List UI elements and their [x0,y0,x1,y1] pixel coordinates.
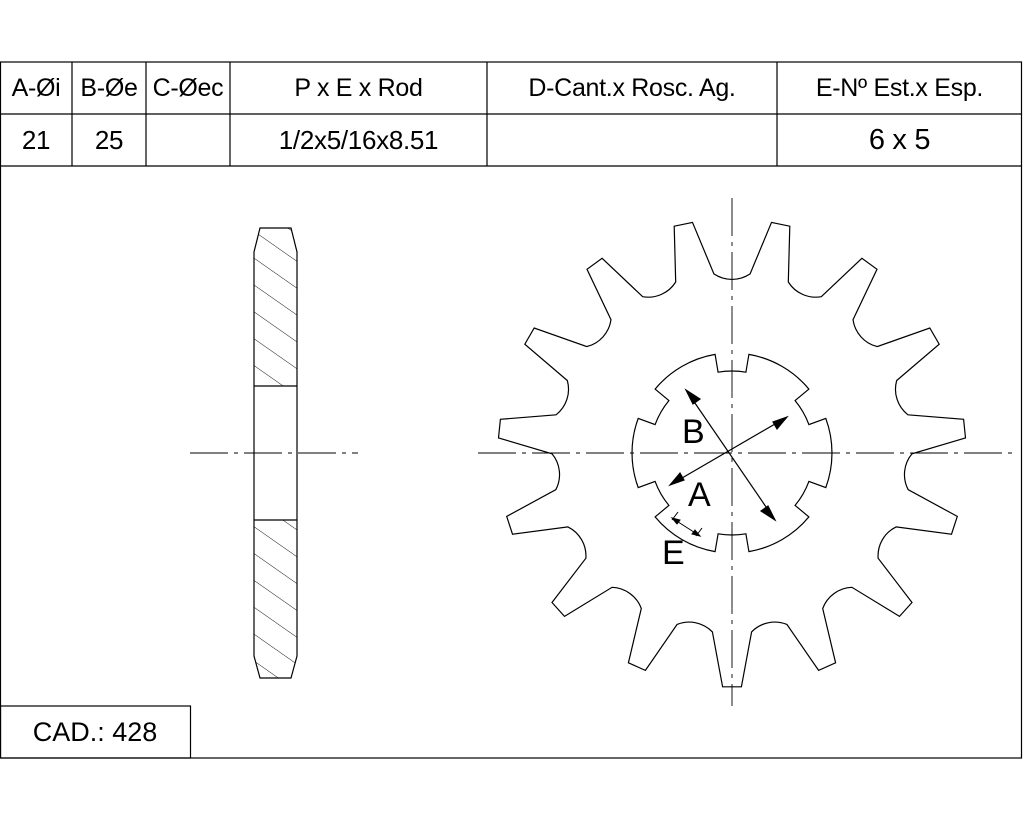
title-table-grid [0,61,1023,759]
value-e-splines: 6 x 5 [868,123,931,156]
dimension-b [684,388,777,522]
header-e-splines: E-Nº Est.x Esp. [815,73,984,102]
dimension-label-a: A [688,476,711,514]
side-view-outline [253,227,298,679]
sprocket-front-view [478,198,1012,706]
dimension-label-b: B [682,413,705,451]
value-a-inner-diameter: 21 [21,124,51,155]
dimension-e [670,511,703,537]
hatched-section-lower [254,520,297,678]
header-d-thread: D-Cant.x Rosc. Ag. [528,73,736,102]
header-b-outer-diameter: B-Øe [80,73,138,102]
sprocket-side-view [190,227,358,679]
value-b-outer-diameter: 25 [94,124,124,155]
hatched-section-upper [254,228,297,386]
splined-bore [631,353,833,553]
value-p-e-rod: 1/2x5/16x8.51 [278,124,439,155]
value-c-diameter [146,114,230,166]
dimension-label-e: E [662,534,685,572]
header-c-diameter: C-Øec [152,73,224,102]
value-d-thread [487,114,777,166]
cad-label: CAD.: 428 [32,716,158,747]
sprocket-outline [497,221,967,688]
header-p-e-rod: P x E x Rod [294,73,423,102]
dimension-a [668,415,789,487]
header-a-inner-diameter: A-Øi [11,73,61,102]
